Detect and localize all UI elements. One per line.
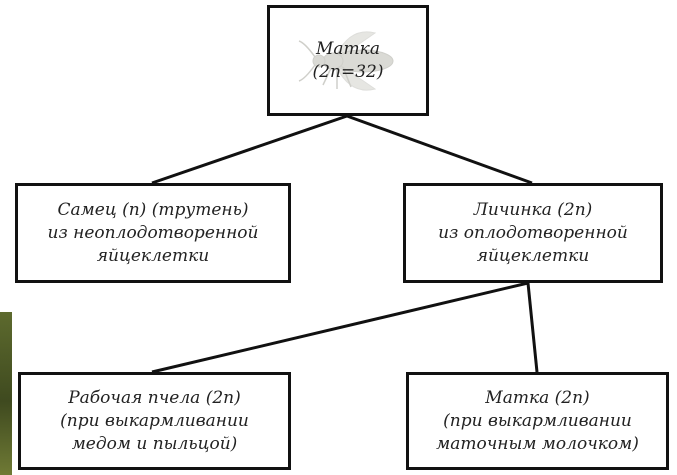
worker-bee-node: Рабочая пчела (2n) (при выкармливании ме…: [18, 372, 291, 470]
connector-queen-larva: [346, 114, 533, 185]
drone-line-2: из неоплодотворенной: [47, 222, 259, 243]
queen-line-2: (2n=32): [312, 61, 384, 82]
queen-line-1: Матка: [316, 38, 380, 59]
larva-line-1: Личинка (2n): [473, 199, 593, 220]
drone-line-3: яйцеклетки: [96, 245, 210, 266]
new-queen-line-3: маточным молочком): [436, 433, 639, 454]
larva-node: Личинка (2n) из оплодотворенной яйцеклет…: [403, 183, 663, 283]
larva-line-3: яйцеклетки: [476, 245, 590, 266]
worker-line-2: (при выкармливании: [60, 410, 249, 431]
drone-node: Самец (n) (трутень) из неоплодотворенной…: [15, 183, 291, 283]
queen-node: Матка (2n=32): [267, 5, 429, 116]
larva-line-2: из оплодотворенной: [438, 222, 628, 243]
connector-queen-drone: [151, 114, 348, 185]
bee-icon: [298, 31, 394, 90]
worker-line-1: Рабочая пчела (2n): [68, 387, 241, 408]
connector-larva-worker: [151, 281, 529, 374]
new-queen-line-2: (при выкармливании: [443, 410, 632, 431]
connector-larva-new-queen: [526, 282, 539, 373]
side-decor-strip: [0, 312, 12, 475]
new-queen-line-1: Матка (2n): [485, 387, 590, 408]
new-queen-node: Матка (2n) (при выкармливании маточным м…: [406, 372, 669, 470]
worker-line-3: медом и пыльцой): [71, 433, 238, 454]
drone-line-1: Самец (n) (трутень): [57, 199, 249, 220]
